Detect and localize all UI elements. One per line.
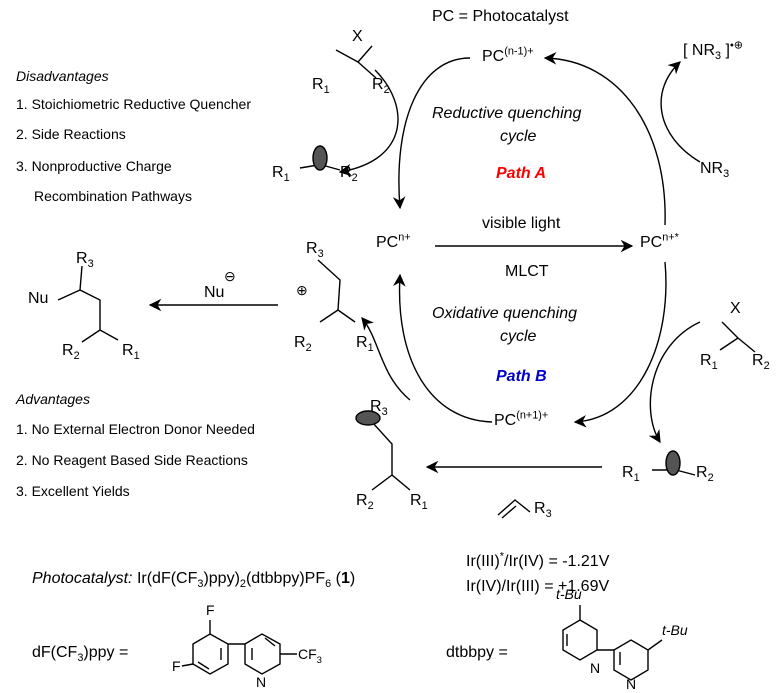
advantage-item-2: 2. No Reagent Based Side Reactions xyxy=(16,452,248,468)
potential-oxidation: Ir(IV)/Ir(III) = +1.69V xyxy=(466,578,610,595)
nu-product-r3: R3 xyxy=(76,250,94,271)
reduction-curve-arrow xyxy=(338,69,399,177)
adduct-r1: R1 xyxy=(410,492,428,513)
advantages-title: Advantages xyxy=(16,391,90,407)
disadvantage-item-4: Recombination Pathways xyxy=(34,188,192,204)
radical-orbital-b xyxy=(665,450,681,476)
amine-label: NR3 xyxy=(700,160,730,181)
alkyl-halide-right xyxy=(719,321,756,353)
carbocation-r2: R2 xyxy=(294,334,312,355)
potential-reduction: Ir(III)*/Ir(IV) = -1.21V xyxy=(466,550,610,570)
path-a-label: Path A xyxy=(496,165,547,182)
disadvantage-item-1: 1. Stoichiometric Reductive Quencher xyxy=(16,96,251,112)
nu-product-r2: R2 xyxy=(62,342,80,363)
dfcf3ppy-label: dF(CF3)ppy = xyxy=(32,644,129,665)
carbocation-skeleton xyxy=(317,259,356,323)
advantage-item-1: 1. No External Electron Donor Needed xyxy=(16,421,255,437)
dtbbpy-tbu-right: t-Bu xyxy=(662,622,688,638)
nucleophile-charge: ⊖ xyxy=(224,268,236,284)
dtbbpy-structure xyxy=(562,605,663,681)
dtbbpy-n-right: N xyxy=(626,676,637,692)
nu-product-skeleton xyxy=(57,265,119,343)
adduct-r3: R3 xyxy=(370,398,388,419)
pc-bottom: PC(n+1)+ xyxy=(494,409,549,429)
halide-reduction-arrow-b xyxy=(648,321,701,444)
radical-r1-a: R1 xyxy=(272,164,290,185)
dtbbpy-n-left: N xyxy=(590,660,601,676)
disadvantages-title: Disadvantages xyxy=(16,68,109,84)
dfppy-cf3: CF3 xyxy=(298,646,322,666)
cycle-arc-top-left xyxy=(392,57,471,210)
nucleophile-label: Nu xyxy=(204,284,225,301)
nu-product-nu: Nu xyxy=(28,290,49,307)
advantage-item-3: 3. Excellent Yields xyxy=(16,483,130,499)
cycle-arc-bottom-left xyxy=(393,273,493,423)
visible-light-label: visible light xyxy=(482,215,561,232)
adduct-r2: R2 xyxy=(356,492,374,513)
amine-oxidation-arrow xyxy=(660,61,701,163)
halide-r1-top: R1 xyxy=(312,76,330,97)
pc-top: PC(n-1)+ xyxy=(482,45,534,65)
radical-r1-b: R1 xyxy=(622,464,640,485)
carbocation-charge: ⊕ xyxy=(296,282,308,298)
amine-radical-cation: [ NR3 ]•⊕ xyxy=(683,39,743,63)
path-b-label: Path B xyxy=(496,368,547,385)
radical-r2-b: R2 xyxy=(696,464,714,485)
adduct-skeleton xyxy=(371,421,411,491)
cycle-arc-top-right xyxy=(543,52,666,226)
radical-r2-a: R2 xyxy=(340,164,358,185)
oxidative-label-1: Oxidative quenching xyxy=(432,305,577,322)
pc-left: PCn+ xyxy=(376,231,411,251)
radical-orbital-a xyxy=(312,145,328,171)
disadvantage-item-3: 3. Nonproductive Charge xyxy=(16,158,172,174)
carbocation-r1: R1 xyxy=(356,334,374,355)
pc-right-excited: PCn+* xyxy=(640,231,679,251)
alkene-skeleton xyxy=(497,499,531,519)
dfppy-f-top: F xyxy=(206,602,215,618)
halide-r2-top: R2 xyxy=(372,76,390,97)
alkyl-halide-top xyxy=(335,45,377,79)
dfppy-f-left: F xyxy=(172,658,181,674)
dtbbpy-label: dtbbpy = xyxy=(446,644,508,661)
dtbbpy-tbu-left: t-Bu xyxy=(556,586,582,602)
alkene-r3: R3 xyxy=(534,500,552,521)
halide-x-right: X xyxy=(730,300,741,317)
halide-r1-right: R1 xyxy=(700,352,718,373)
halide-x-top: X xyxy=(352,28,363,45)
oxidative-label-2: cycle xyxy=(500,328,537,345)
cycle-arc-bottom-right xyxy=(573,261,667,428)
photocatalyst-formula: Photocatalyst: Ir(dF(CF3)ppy)2(dtbbpy)PF… xyxy=(32,570,356,591)
dfppy-n: N xyxy=(256,674,267,690)
dfcf3ppy-structure xyxy=(181,620,297,675)
reductive-label-2: cycle xyxy=(500,128,537,145)
reductive-label-1: Reductive quenching xyxy=(432,105,582,122)
carbocation-r3: R3 xyxy=(306,240,324,261)
nu-product-r1: R1 xyxy=(122,342,140,363)
disadvantage-item-2: 2. Side Reactions xyxy=(16,126,126,142)
pc-definition: PC = Photocatalyst xyxy=(432,8,569,25)
carbocation-arrow xyxy=(361,317,411,401)
mlct-label: MLCT xyxy=(505,263,549,280)
adduct-orbital xyxy=(355,410,381,426)
halide-r2-right: R2 xyxy=(752,352,770,373)
